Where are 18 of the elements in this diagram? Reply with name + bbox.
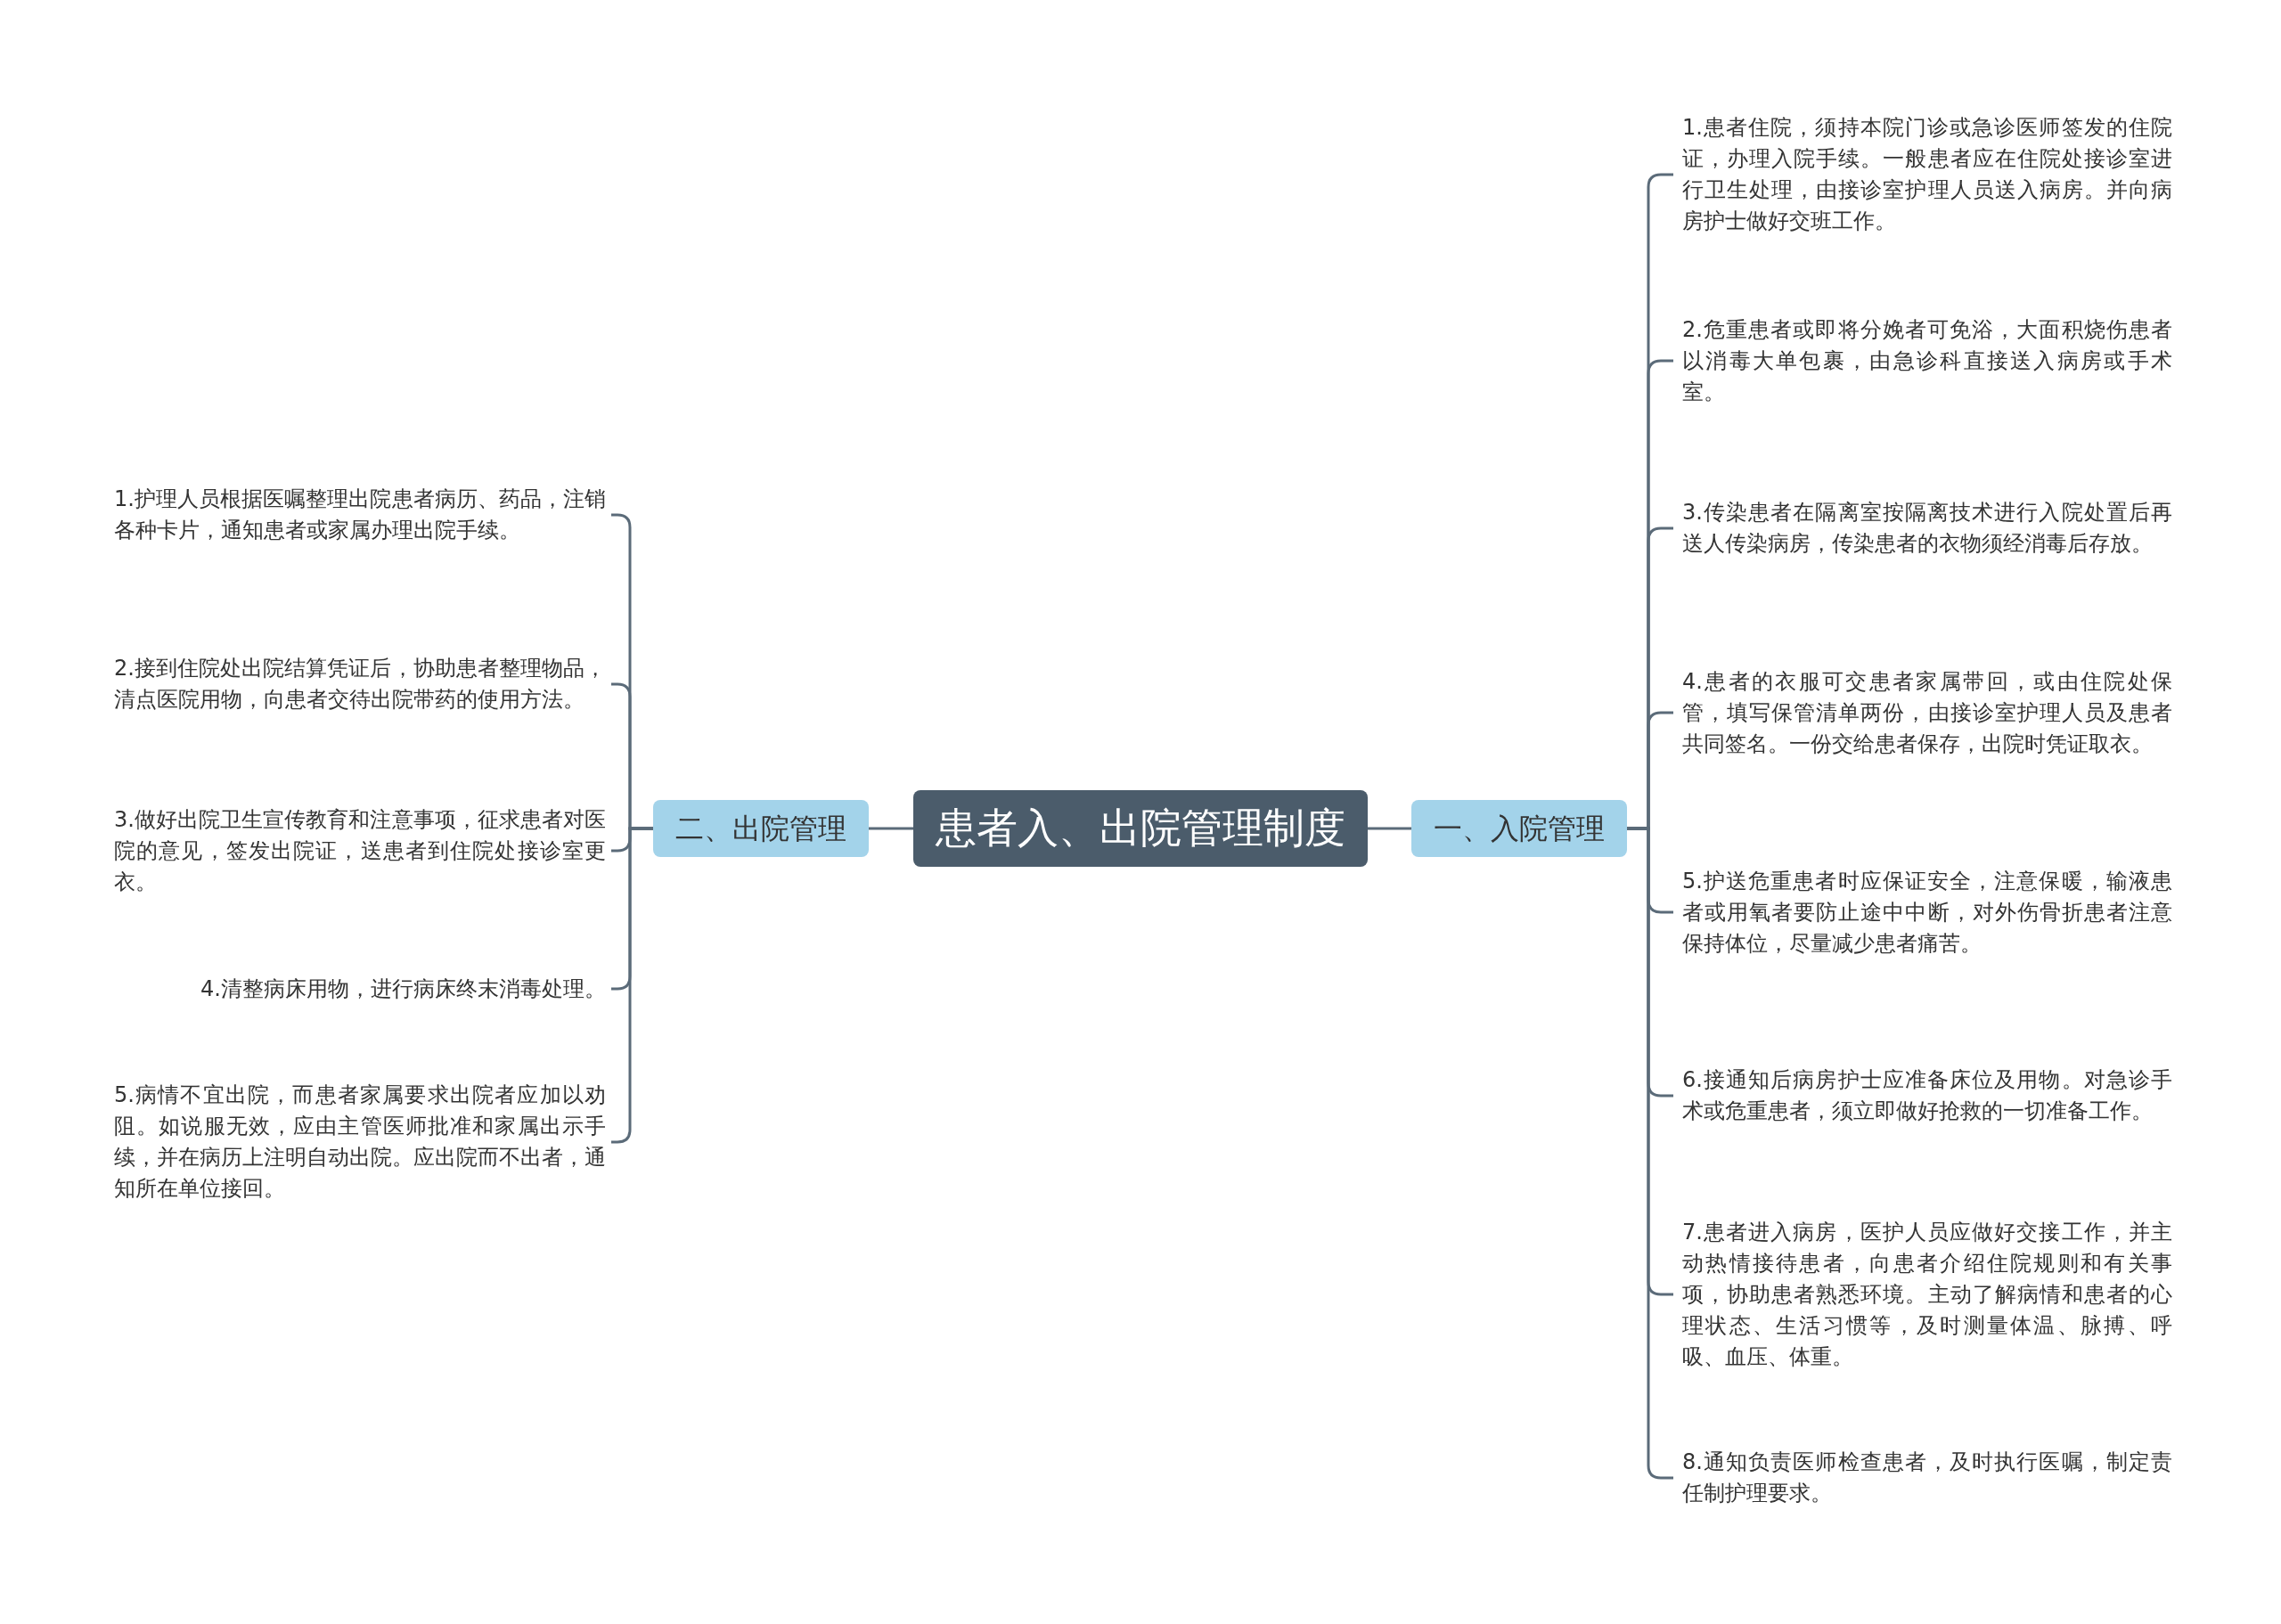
connector-line: [1368, 827, 1411, 830]
note-text: 7.患者进入病房，医护人员应做好交接工作，并主动热情接待患者，向患者介绍住院规则和有关事项，协助患者熟悉环境。主动了解病情和患者的心理状态、生活习惯等，及时测量体温、脉搏、呼吸、血压、体重。: [1682, 1216, 2172, 1373]
note-text: 3.做好出院卫生宣传教育和注意事项，征求患者对医院的意见，签发出院证，送患者到住院处接诊室更衣。: [114, 804, 606, 898]
note-text: 2.危重患者或即将分娩者可免浴，大面积烧伤患者以消毒大单包裹，由急诊科直接送入病房或手术室。: [1682, 314, 2172, 408]
note-text: 1.护理人员根据医嘱整理出院患者病历、药品，注销各种卡片，通知患者或家属办理出院手续。: [114, 484, 606, 546]
note-text: 6.接通知后病房护士应准备床位及用物。对急诊手术或危重患者，须立即做好抢救的一切准备工作。: [1682, 1065, 2172, 1127]
connector-line: [869, 827, 913, 830]
note-text: 1.患者住院，须持本院门诊或急诊医师签发的住院证，办理入院手续。一般患者应在住院处接诊室进行卫生处理，由接诊室护理人员送入病房。并向病房护士做好交班工作。: [1682, 112, 2172, 237]
branch-topic: 二、出院管理: [653, 800, 869, 857]
note-text: 2.接到住院处出院结算凭证后，协助患者整理物品，清点医院用物，向患者交待出院带药的使用方法。: [114, 653, 606, 715]
note-text: 8.通知负责医师检查患者，及时执行医嘱，制定责任制护理要求。: [1682, 1447, 2172, 1509]
branch-topic: 一、入院管理: [1411, 800, 1627, 857]
note-text: 4.清整病床用物，进行病床终末消毒处理。: [114, 973, 606, 1005]
note-text: 3.传染患者在隔离室按隔离技术进行入院处置后再送人传染病房，传染患者的衣物须经消毒后存放。: [1682, 497, 2172, 559]
note-text: 4.患者的衣服可交患者家属带回，或由住院处保管，填写保管清单两份，由接诊室护理人员及患者共同签名。一份交给患者保存，出院时凭证取衣。: [1682, 665, 2172, 760]
note-text: 5.护送危重患者时应保证安全，注意保暖，输液患者或用氧者要防止途中中断，对外伤骨折患者注意保持体位，尽量减少患者痛苦。: [1682, 865, 2172, 959]
note-text: 5.病情不宜出院，而患者家属要求出院者应加以劝阻。如说服无效，应由主管医师批准和家属出示手续，并在病历上注明自动出院。应出院而不出者，通知所在单位接回。: [114, 1080, 606, 1204]
central-topic: 患者入、出院管理制度: [913, 790, 1368, 867]
